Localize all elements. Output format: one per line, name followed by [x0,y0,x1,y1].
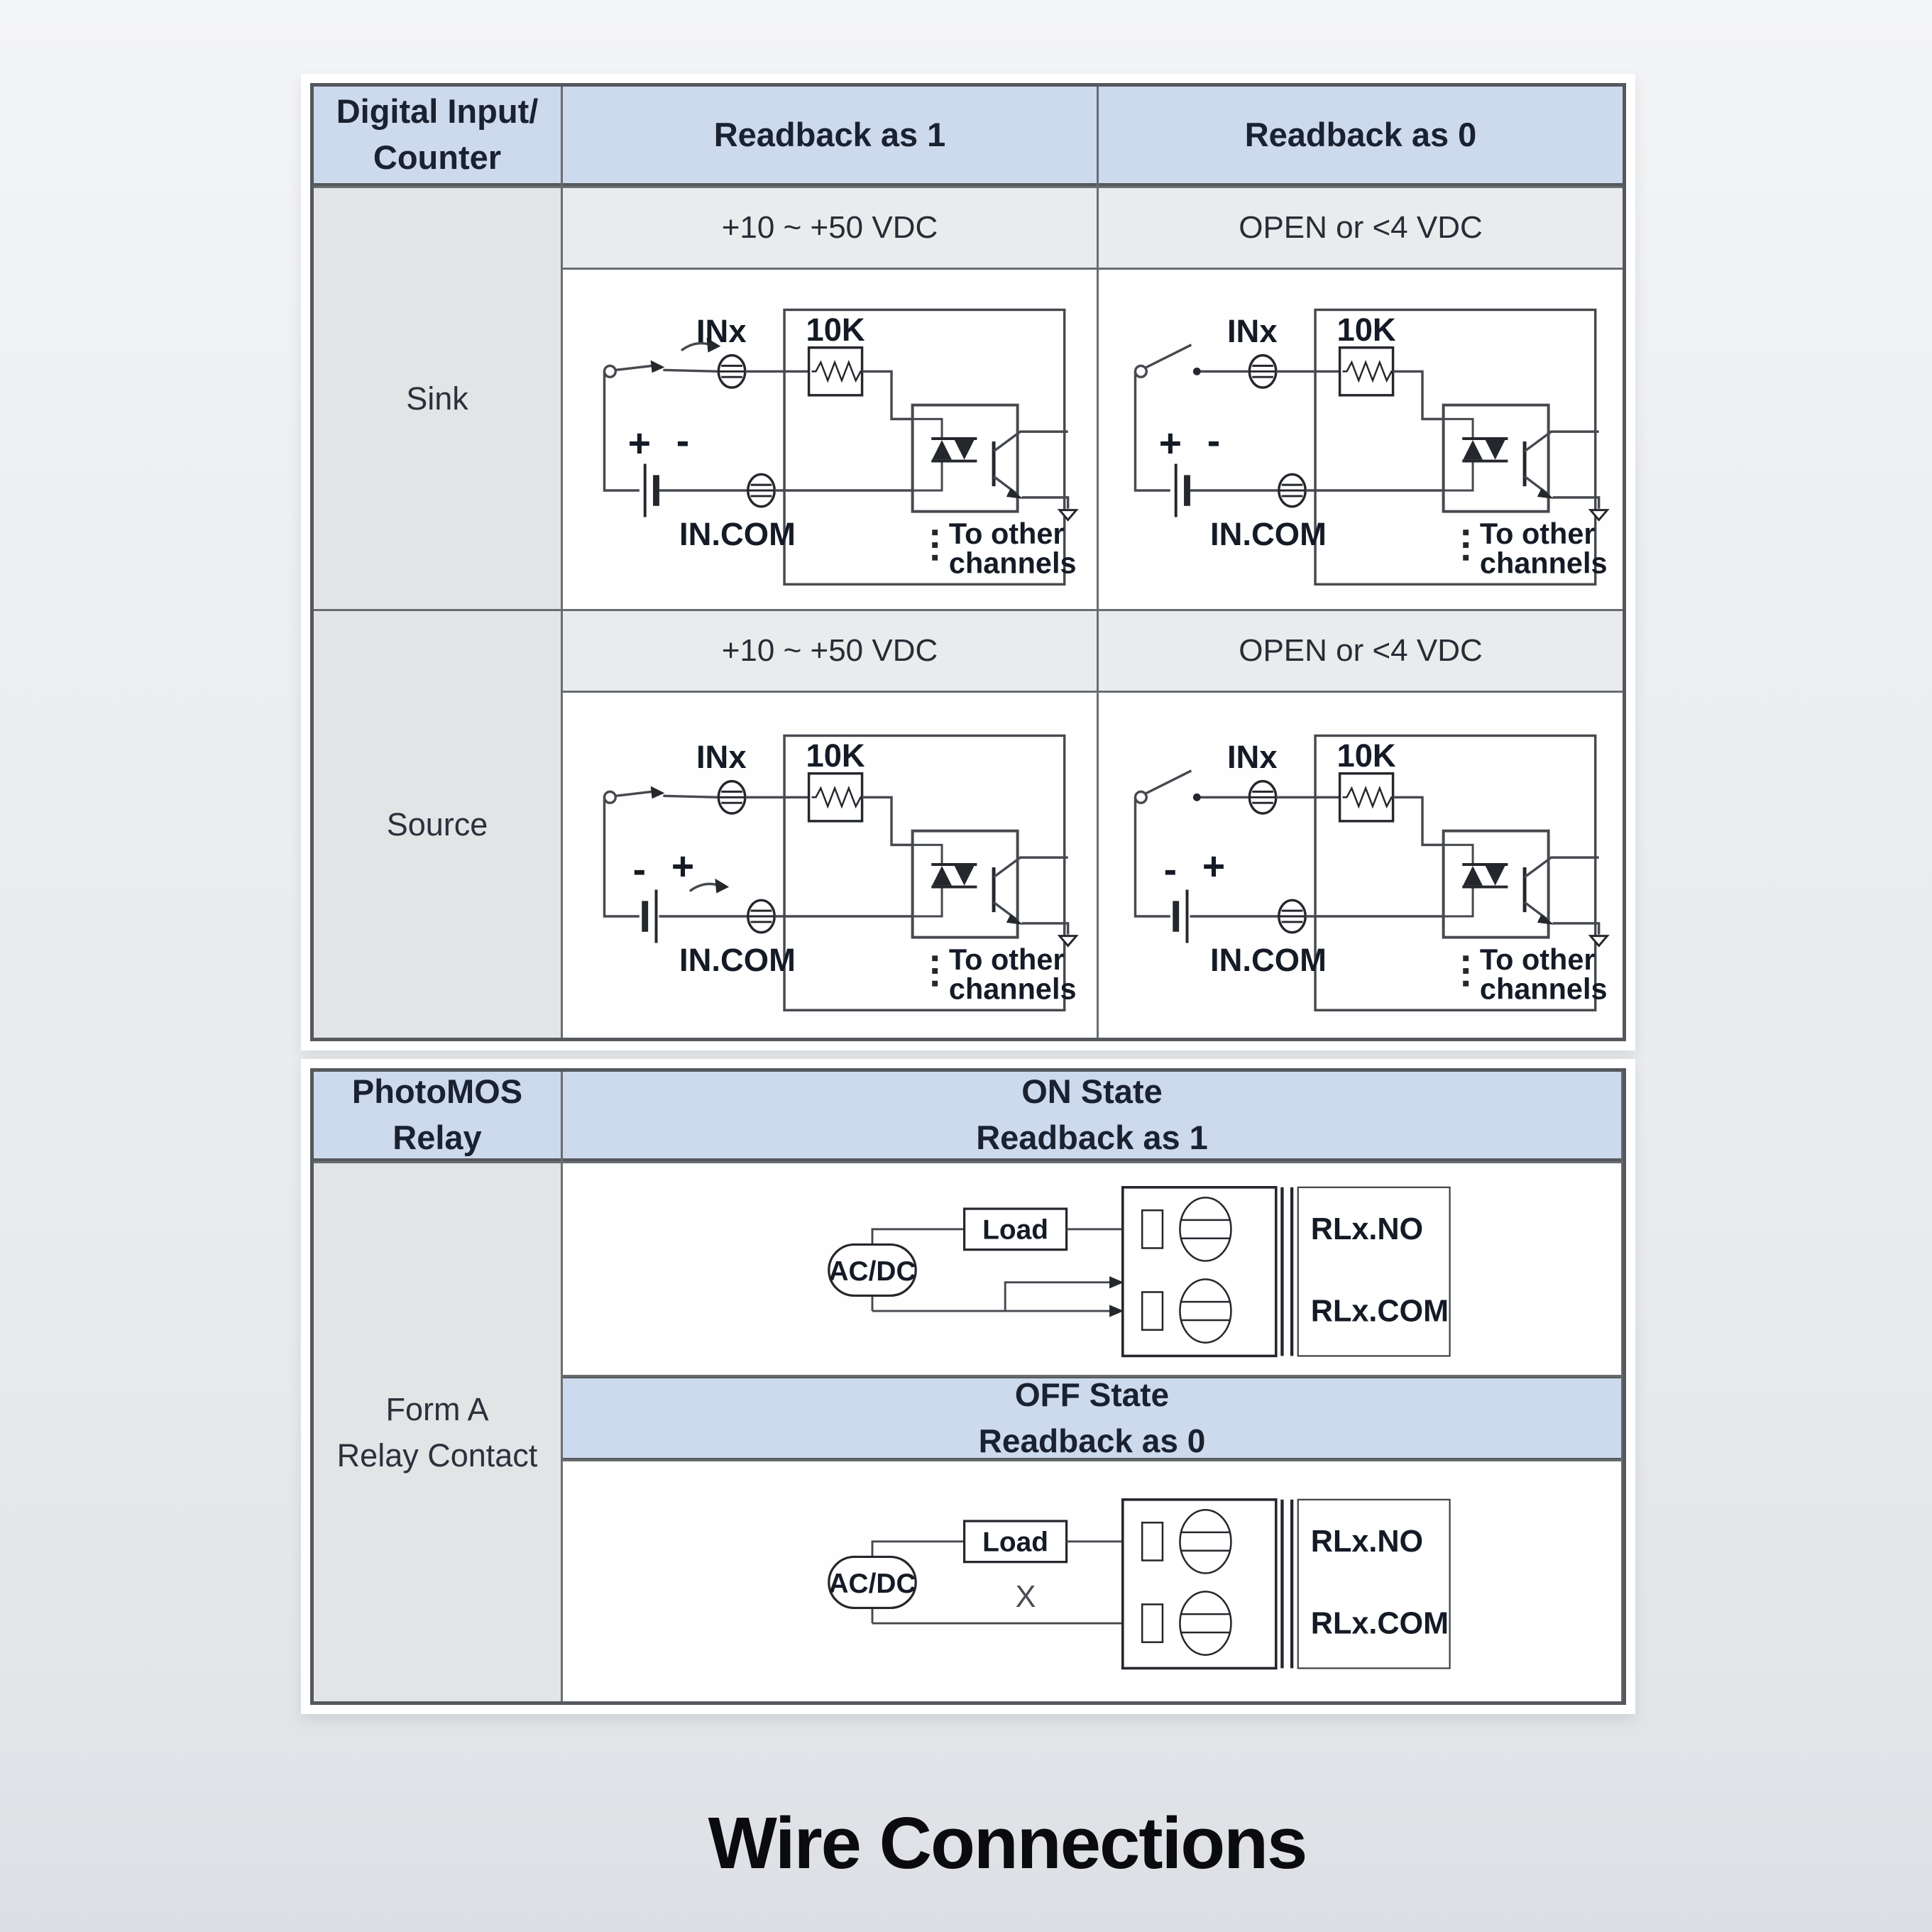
svg-text:To other: To other [1480,517,1596,550]
svg-text:channels: channels [949,972,1077,1005]
page-title: Wire Connections [708,1802,1308,1884]
di-row-label-source: Source [314,611,561,1038]
photomos-relay-table: PhotoMOS Relay ON State Readback as 1 Fo… [310,1068,1626,1705]
relay-header-corner: PhotoMOS Relay [314,1072,561,1161]
svg-text:-: - [632,847,645,891]
relay-on-circuit-diagram: AC/DC Load RLx.NO RLx.COM [563,1163,1621,1375]
svg-text:INx: INx [696,739,747,775]
relay-table-card: PhotoMOS Relay ON State Readback as 1 Fo… [301,1059,1635,1714]
di-header-readback1: Readback as 1 [563,87,1097,186]
svg-text:-: - [1207,419,1220,463]
svg-text:RLx.NO: RLx.NO [1311,1212,1423,1246]
relay-header-line1: PhotoMOS [351,1072,523,1111]
svg-text:RLx.COM: RLx.COM [1311,1294,1449,1328]
svg-text:Load: Load [982,1215,1048,1246]
relay-on-state-header: ON State Readback as 1 [563,1072,1621,1161]
svg-text:INx: INx [1227,739,1278,775]
svg-text:INx: INx [696,313,747,349]
title-band: Wire Connections [0,1801,1932,1885]
svg-text:-: - [1163,847,1176,891]
di-sink-readback1-condition: +10 ~ +50 VDC [563,188,1097,268]
di-sink-readback0-condition: OPEN or <4 VDC [1099,188,1623,268]
svg-text:-: - [676,419,689,463]
svg-text:Load: Load [982,1527,1048,1558]
relay-off-state-line1: OFF State [1014,1376,1170,1413]
di-row-label-sink: Sink [314,188,561,609]
relay-off-state-line2: Readback as 0 [978,1422,1206,1459]
svg-text:To other: To other [1480,943,1596,976]
svg-text:IN.COM: IN.COM [679,516,796,552]
svg-text:IN.COM: IN.COM [1210,942,1327,978]
svg-text:+: + [671,845,694,889]
svg-text:RLx.COM: RLx.COM [1311,1606,1449,1640]
relay-off-state-header: OFF State Readback as 0 [563,1376,1621,1459]
relay-on-state-line2: Readback as 1 [976,1119,1208,1156]
svg-text:10K: 10K [1337,312,1395,348]
di-header-line1: Digital Input/ [336,92,539,131]
svg-text:INx: INx [1227,313,1278,349]
svg-text:RLx.NO: RLx.NO [1311,1525,1423,1559]
di-source-readback0-condition: OPEN or <4 VDC [1099,611,1623,691]
di-header-corner: Digital Input/ Counter [314,87,561,186]
relay-row-label-line1: Form A [385,1390,489,1427]
di-header-readback0: Readback as 0 [1099,87,1623,186]
svg-text:10K: 10K [806,312,865,348]
svg-text:+: + [1158,422,1181,466]
svg-text:AC/DC: AC/DC [828,1256,916,1287]
svg-text:IN.COM: IN.COM [1210,516,1327,552]
di-table-card: Digital Input/ Counter Readback as 1 Rea… [301,74,1635,1050]
svg-text:X: X [1015,1580,1036,1614]
di-header-line2: Counter [373,138,502,176]
svg-text:channels: channels [1480,546,1608,579]
svg-text:IN.COM: IN.COM [679,942,796,978]
svg-text:To other: To other [949,517,1065,550]
svg-text:channels: channels [1480,972,1608,1005]
svg-text:To other: To other [949,943,1065,976]
svg-text:10K: 10K [1337,737,1395,774]
svg-text:10K: 10K [806,737,865,774]
relay-on-state-line1: ON State [1021,1072,1163,1111]
svg-text:+: + [1202,845,1225,889]
svg-text:+: + [627,422,650,466]
svg-text:AC/DC: AC/DC [828,1569,916,1599]
relay-row-label-line2: Relay Contact [336,1437,538,1473]
relay-header-line2: Relay [393,1119,482,1156]
relay-row-label-form-a: Form A Relay Contact [314,1163,561,1701]
digital-input-table: Digital Input/ Counter Readback as 1 Rea… [310,83,1626,1041]
svg-text:channels: channels [949,546,1077,579]
di-source-readback1-condition: +10 ~ +50 VDC [563,611,1097,691]
